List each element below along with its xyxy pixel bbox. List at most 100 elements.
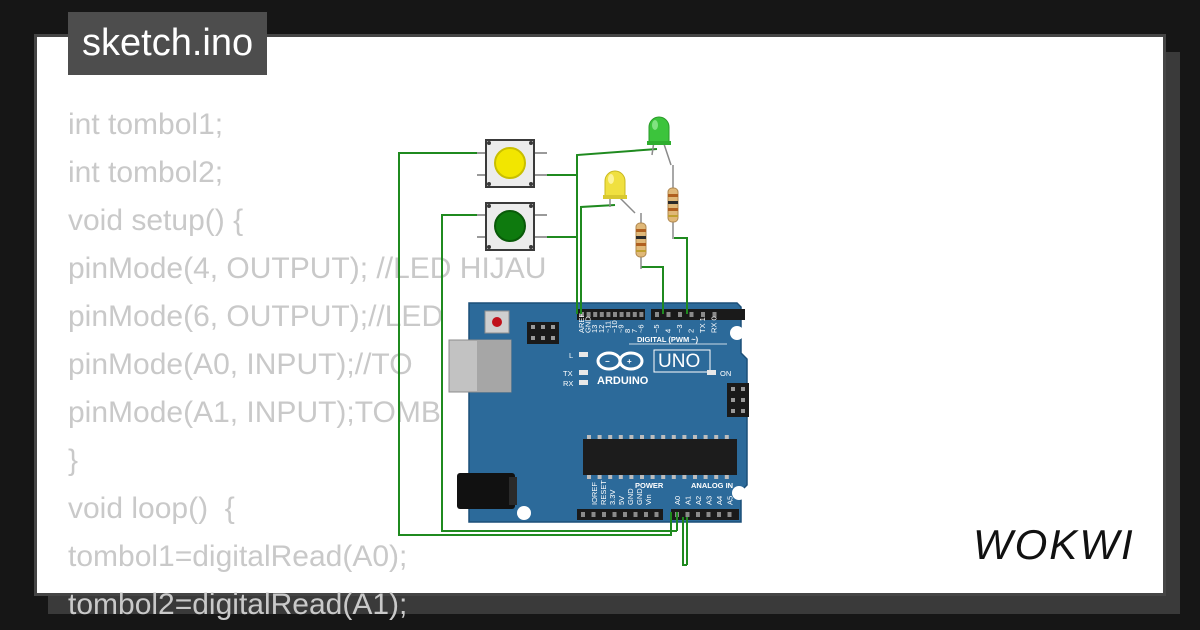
code-line: void loop() { (68, 492, 235, 525)
analog-header (671, 509, 739, 520)
analog-pin-label: A4 (715, 496, 724, 505)
code-line: int tombol2; (68, 156, 224, 189)
digital-pin-label: 13 (590, 325, 599, 333)
power-jack-tip (509, 477, 517, 505)
digital-pin-label: 4 (664, 329, 673, 333)
analog-pin-label: A3 (705, 496, 714, 505)
power-pin-label: 5V (617, 496, 626, 505)
digital-pin-label: AREF (577, 313, 586, 333)
digital-pin[interactable] (593, 312, 598, 317)
filename-tab[interactable]: sketch.ino (68, 12, 268, 75)
analog-pin-label: A2 (694, 496, 703, 505)
led-tx-label: TX (563, 369, 573, 378)
svg-text:WOKWI: WOKWI (973, 521, 1135, 568)
digital-pin[interactable] (712, 312, 717, 317)
digital-pin-label: ~6 (636, 324, 645, 333)
analog-pin-label: A1 (684, 496, 693, 505)
wokwi-logo: WOKWI (973, 521, 1135, 568)
digital-pin[interactable] (655, 312, 659, 317)
digital-pin[interactable] (632, 312, 637, 317)
digital-pin-label: ~11 (603, 321, 612, 333)
icsp-header-2 (727, 383, 749, 417)
digital-pin[interactable] (599, 312, 604, 317)
digital-header-title: DIGITAL (PWM ~) (637, 335, 699, 344)
resistor-green-led[interactable] (667, 165, 679, 239)
usb-connector-body (477, 340, 511, 392)
board-model: UNO (658, 351, 700, 372)
power-pin[interactable] (581, 512, 585, 517)
digital-pin-label: ~5 (652, 324, 661, 333)
digital-pin-label: 2 (687, 329, 696, 333)
wire-button1-gnd (545, 174, 578, 314)
power-pin[interactable] (644, 512, 648, 517)
digital-header-right (651, 309, 745, 320)
power-header (577, 509, 663, 520)
power-pin[interactable] (612, 512, 617, 517)
power-pin-label: IOREF (590, 482, 599, 505)
reset-button-cap (492, 317, 502, 327)
led-green[interactable] (647, 116, 672, 166)
power-pin-label: RESET (599, 480, 608, 505)
analog-pin-label: A5 (726, 496, 735, 505)
svg-text:−: − (605, 357, 610, 366)
digital-pin-label: ~10 (610, 320, 619, 333)
code-line: tombol2=digitalRead(A1); (68, 588, 408, 621)
svg-text:+: + (627, 357, 632, 366)
digital-pin-label: GND (584, 316, 593, 333)
resistor-yellow-led[interactable] (635, 213, 647, 269)
code-line: } (68, 444, 79, 477)
wires (398, 148, 688, 536)
digital-pin-label: 12 (597, 325, 606, 333)
wire-resistor1-pin6 (641, 266, 664, 314)
digital-pin-label: ~3 (675, 324, 684, 333)
digital-pin[interactable] (586, 312, 591, 317)
power-pin-label: Vin (644, 494, 653, 505)
led-tx (579, 370, 588, 375)
digital-pin[interactable] (689, 312, 694, 317)
analog-pin[interactable] (727, 512, 732, 517)
power-header-title: POWER (635, 481, 664, 490)
power-pin[interactable] (591, 512, 596, 517)
analog-pin[interactable] (706, 512, 711, 517)
uno-badge (653, 349, 711, 373)
digital-pin[interactable] (666, 312, 671, 317)
board-brand: ARDUINO (597, 375, 649, 387)
digital-pin[interactable] (606, 312, 611, 317)
digital-pin[interactable] (580, 312, 584, 317)
power-pin[interactable] (623, 512, 627, 517)
led-rx-label: RX (563, 379, 573, 388)
button-cap-yellow[interactable] (494, 147, 526, 179)
digital-header-left (577, 309, 645, 320)
code-line: pinMode(A1, INPUT);TOMB (68, 396, 441, 429)
digital-pin[interactable] (626, 312, 631, 317)
code-line: int tombol1; (68, 108, 224, 141)
power-pin[interactable] (654, 512, 659, 517)
pushbutton-green[interactable] (477, 202, 547, 251)
digital-pin[interactable] (701, 312, 705, 317)
led-l-label: L (569, 351, 573, 360)
project-preview-card[interactable]: int tombol1;int tombol2;void setup() {pi… (34, 34, 1169, 621)
digital-pin[interactable] (619, 312, 624, 317)
code-line: pinMode(A0, INPUT);//TO (68, 348, 413, 381)
power-pin[interactable] (633, 512, 638, 517)
digital-pin[interactable] (639, 312, 644, 317)
power-pin-label: GND (626, 488, 635, 505)
mounting-hole (517, 506, 531, 520)
digital-pin[interactable] (678, 312, 682, 317)
power-pin[interactable] (602, 512, 606, 517)
analog-pin[interactable] (717, 512, 721, 517)
wire-led-yellow-gnd (580, 204, 616, 314)
wire-analog-return (682, 517, 687, 566)
analog-pin[interactable] (696, 512, 700, 517)
digital-pin[interactable] (613, 312, 617, 317)
power-pin-label: 3.3V (608, 490, 617, 505)
led-yellow[interactable] (603, 170, 636, 214)
led-rx (579, 380, 588, 385)
mounting-hole (730, 326, 744, 340)
analog-pin[interactable] (685, 512, 690, 517)
pushbutton-yellow[interactable] (477, 139, 547, 188)
button-cap-green[interactable] (494, 210, 526, 242)
led-on (707, 370, 716, 375)
